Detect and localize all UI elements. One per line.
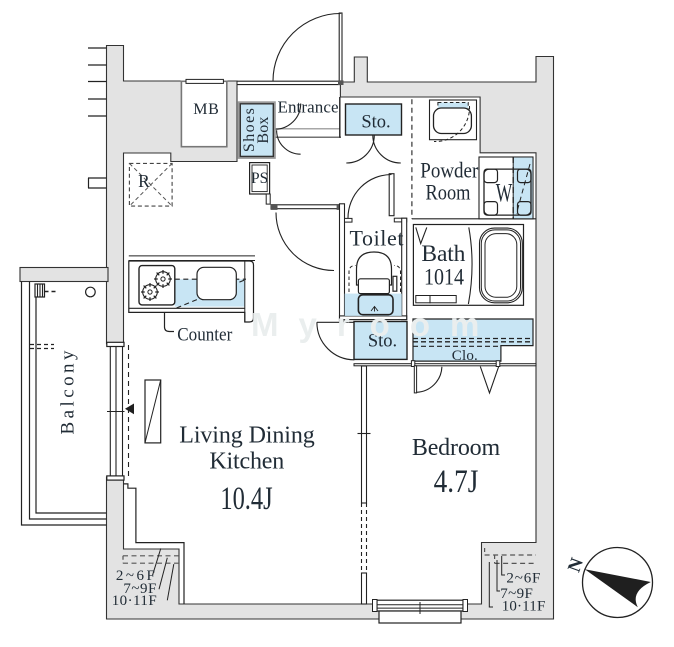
svg-text:10·11F: 10·11F: [112, 593, 157, 609]
svg-text:Shoes: Shoes: [241, 108, 258, 152]
svg-text:Clo.: Clo.: [452, 348, 478, 364]
svg-text:Sto.: Sto.: [368, 331, 397, 351]
svg-text:Living Dining: Living Dining: [179, 422, 315, 448]
svg-text:7~9F: 7~9F: [123, 581, 156, 597]
svg-text:Counter: Counter: [177, 325, 233, 346]
svg-text:7~9F: 7~9F: [500, 586, 533, 602]
svg-text:10.4J: 10.4J: [220, 481, 272, 517]
svg-text:Entrance: Entrance: [278, 98, 339, 117]
svg-text:Bedroom: Bedroom: [412, 435, 501, 461]
svg-text:Box: Box: [255, 117, 272, 144]
svg-text:4.7J: 4.7J: [434, 464, 479, 500]
svg-text:Kitchen: Kitchen: [209, 449, 284, 475]
svg-text:MB: MB: [193, 101, 219, 118]
svg-text:2~6F: 2~6F: [506, 570, 540, 586]
svg-text:Balcony: Balcony: [57, 350, 78, 435]
svg-text:Bath: Bath: [421, 241, 465, 267]
svg-text:W: W: [496, 179, 513, 208]
svg-text:PS: PS: [251, 170, 268, 187]
svg-text:Room: Room: [426, 179, 471, 204]
svg-text:Toilet: Toilet: [350, 225, 404, 250]
svg-text:Sto.: Sto.: [361, 113, 390, 133]
svg-text:1014: 1014: [424, 264, 464, 290]
svg-text:Myroom: Myroom: [251, 306, 499, 343]
svg-text:10·11F: 10·11F: [502, 598, 546, 614]
svg-text:Powder: Powder: [420, 157, 479, 182]
svg-text:R: R: [138, 171, 150, 191]
